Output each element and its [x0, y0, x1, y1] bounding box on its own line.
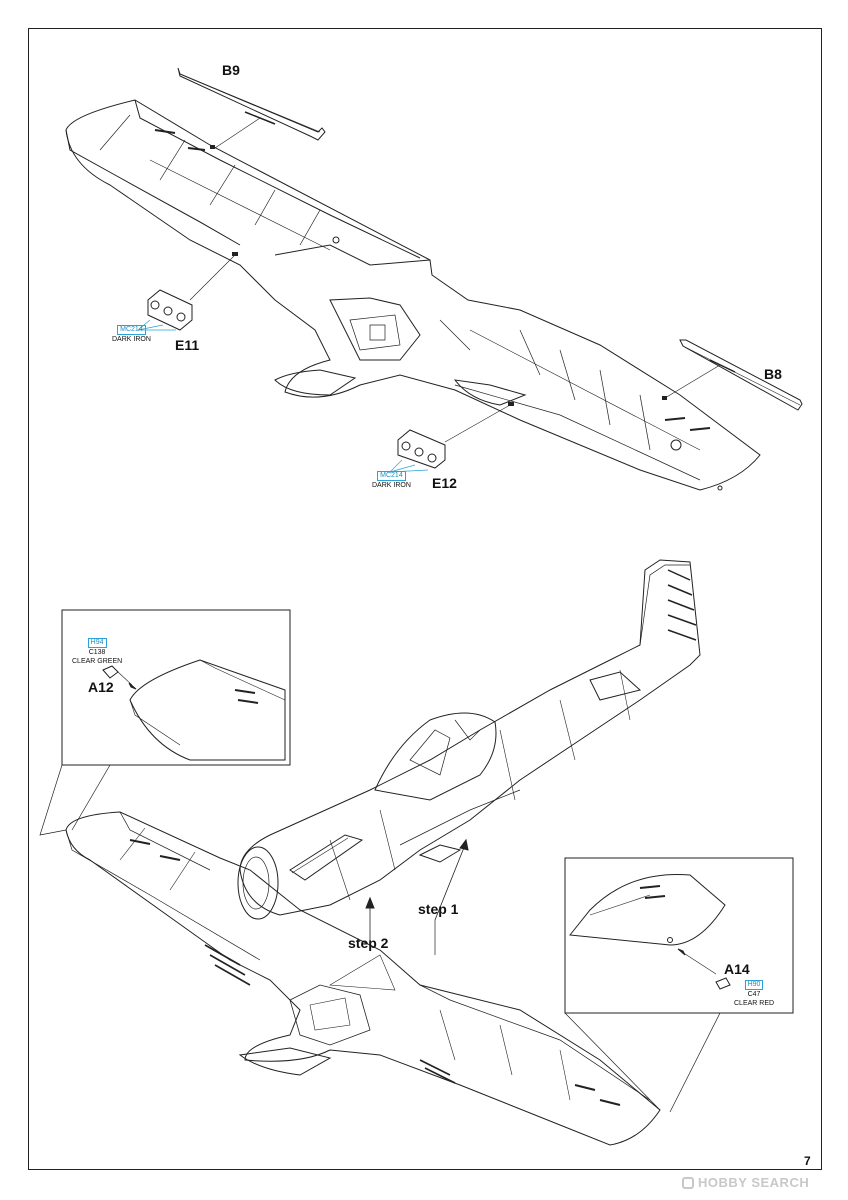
step-2-guide: [329, 954, 396, 991]
step-2-label: step 2: [348, 935, 389, 951]
part-b8-drawing: [679, 339, 803, 411]
aircraft-assembly-drawing: [65, 559, 701, 1146]
part-label-e11: E11: [175, 337, 200, 353]
paint-name: DARK IRON: [372, 482, 411, 489]
part-label-a12: A12: [88, 679, 114, 695]
e11-guide-line: [189, 254, 236, 301]
detail-box-a12: [39, 609, 291, 836]
part-b9-drawing: [177, 67, 326, 141]
b8-guide-line: [664, 364, 721, 399]
watermark-logo-icon: [682, 1177, 694, 1189]
paint-gcode: C47: [747, 991, 761, 998]
wing-assembly-drawing: [65, 99, 761, 491]
b9-guide-line: [214, 117, 261, 149]
paint-name: DARK IRON: [112, 336, 151, 343]
part-label-b9: B9: [222, 62, 240, 78]
paint-callout-e11: MC214 DARK IRON: [112, 325, 151, 344]
part-label-e12: E12: [432, 475, 457, 491]
paint-callout-e12: MC214 DARK IRON: [372, 471, 411, 490]
paint-code: MC214: [377, 471, 406, 481]
part-label-b8: B8: [764, 366, 782, 382]
page-number: 7: [804, 1154, 811, 1168]
step-1-arrow: [434, 838, 469, 955]
part-label-a14: A14: [724, 961, 750, 977]
step-2-arrow: [365, 896, 375, 945]
step-1-label: step 1: [418, 901, 459, 917]
paint-code: MC214: [117, 325, 146, 335]
watermark: HOBBY SEARCH: [682, 1175, 809, 1190]
paint-name: CLEAR RED: [734, 1000, 775, 1007]
paint-callout-a14: H90 C47 CLEAR RED: [734, 980, 774, 1008]
paint-code: H90: [744, 980, 764, 990]
paint-callout-a12: H94 C138 CLEAR GREEN: [72, 638, 122, 666]
paint-gcode: C138: [88, 649, 106, 656]
watermark-text: HOBBY SEARCH: [698, 1175, 810, 1190]
e12-guide-line: [444, 404, 511, 443]
part-e12-drawing: [397, 429, 446, 469]
instruction-page-frame: [28, 28, 822, 1170]
detail-box-a14: [564, 857, 794, 1113]
paint-name: CLEAR GREEN: [72, 658, 123, 665]
part-e11-drawing: [147, 289, 193, 331]
paint-code: H94: [87, 638, 107, 648]
